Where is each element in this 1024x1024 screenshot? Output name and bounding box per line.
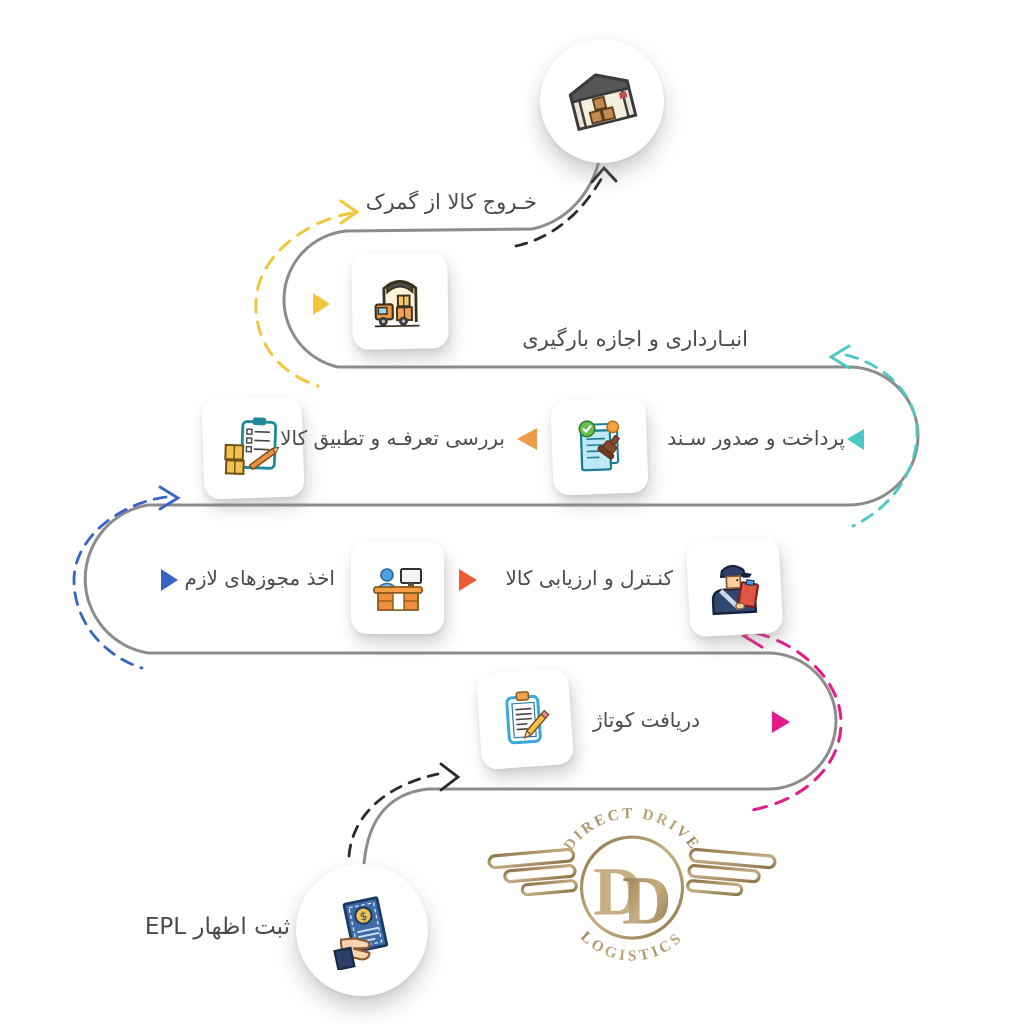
- right-wing-icon: [686, 847, 777, 897]
- step-label-epl: ثبت اظهار EPL: [144, 914, 290, 940]
- hand-money-icon: $: [333, 896, 389, 970]
- warehouse-icon: [568, 73, 638, 132]
- dashed-arrow-to-end-head: [590, 165, 618, 184]
- flow-arc-yellow: [254, 211, 354, 388]
- flow-marker-cotage: [772, 711, 790, 733]
- flow-arc-cyan-head: [828, 344, 851, 370]
- dashed-arrow-from-start-head: [439, 762, 461, 792]
- end-node-exit-customs: [540, 39, 664, 163]
- flow-arc-blue-head: [158, 485, 181, 511]
- truck-loading-icon: [374, 279, 420, 328]
- step-label-warehousing: انبـارداری و اجازه بارگیری: [522, 327, 748, 351]
- flow-marker-warehousing: [313, 293, 330, 315]
- logo-monogram-left: D: [593, 854, 642, 930]
- logo-monogram-right: D: [622, 863, 671, 939]
- flow-arc-yellow-head: [339, 199, 360, 225]
- logo-circle: [579, 835, 685, 940]
- stamp-document-icon: [577, 419, 620, 471]
- process-path: [83, 159, 920, 866]
- left-wing-icon: [487, 847, 578, 897]
- start-node-epl: $: [296, 864, 428, 996]
- step-card-warehousing: [351, 252, 449, 350]
- company-logo: D D DIRECT DRIVE LOGISTICS: [487, 805, 777, 965]
- step-card-control: [685, 536, 784, 638]
- step-card-payment: [550, 397, 649, 496]
- dashed-arrow-from-start: [347, 772, 440, 858]
- step-card-tariff: [201, 396, 305, 500]
- flow-marker-control: [459, 569, 477, 591]
- step-label-payment: پرداخت و صدور سـند: [667, 426, 845, 450]
- office-desk-icon: [372, 567, 423, 611]
- customs-officer-icon: [711, 564, 759, 616]
- step-card-cotage: [475, 667, 575, 771]
- step-label-control: کنـترل و ارزیابی کالا: [505, 566, 673, 590]
- flow-marker-tariff: [517, 428, 537, 450]
- svg-text:$: $: [359, 909, 369, 923]
- flow-arc-cyan: [844, 353, 919, 528]
- step-label-cotage: دریافت کوتاژ: [593, 708, 700, 732]
- flow-arc-blue: [72, 495, 168, 670]
- step-label-permits: اخذ مجوزهای لازم: [184, 566, 336, 590]
- logo-text-top: DIRECT DRIVE: [560, 805, 703, 854]
- clipboard-boxes-icon: [224, 417, 280, 475]
- dashed-arrow-to-end: [514, 172, 606, 248]
- flow-marker-permits: [161, 569, 178, 591]
- flow-marker-payment: [847, 429, 864, 450]
- step-card-permits: [351, 541, 444, 634]
- clipboard-pencil-icon: [505, 691, 550, 745]
- step-label-exit-customs: خـروج کالا از گمرک: [365, 190, 537, 214]
- step-label-tariff: بررسی تعرفـه و تطبیق کالا: [280, 426, 505, 450]
